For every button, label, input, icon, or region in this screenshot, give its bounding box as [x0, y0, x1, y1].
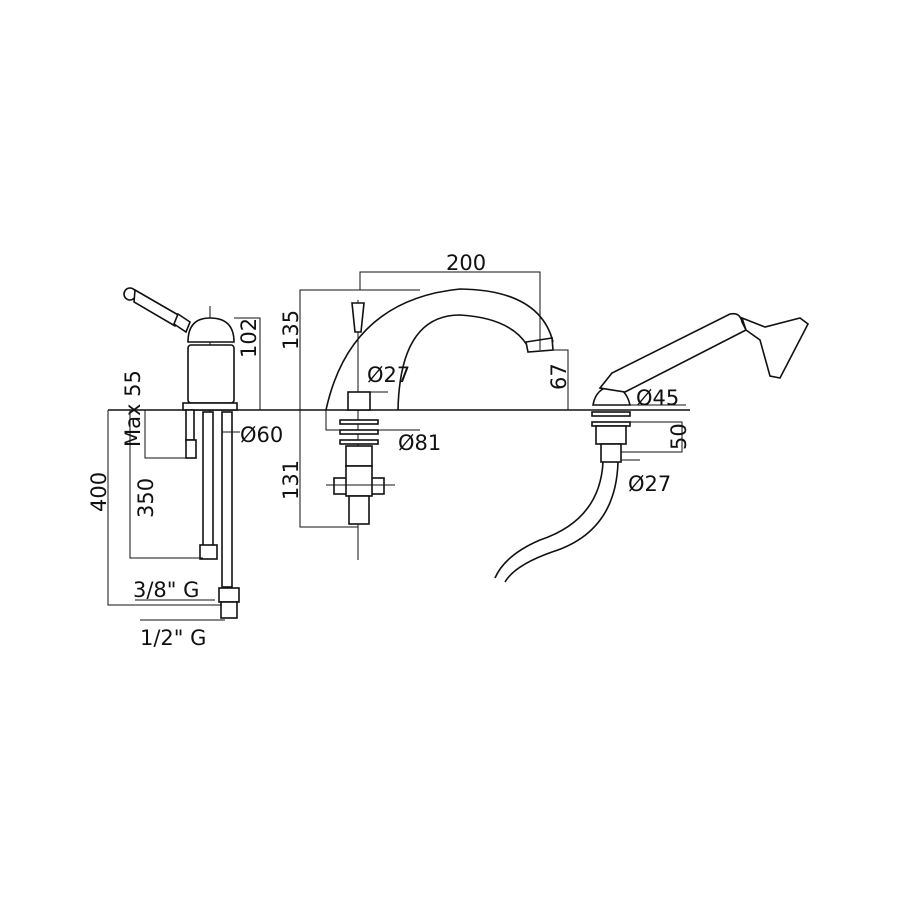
- dim-diameter-27-spout: Ø27: [367, 363, 410, 387]
- dim-diameter-45: Ø45: [636, 386, 679, 410]
- dim-131: 131: [279, 460, 303, 500]
- shower-hose: [494, 461, 604, 579]
- hose-1-2: [221, 411, 233, 588]
- dim-135: 135: [279, 310, 303, 350]
- valve-shank: [185, 409, 195, 441]
- spout-inner-arc: [397, 314, 528, 411]
- hand-shower: [494, 312, 810, 583]
- shower-hose-edge: [504, 461, 619, 583]
- dim-diameter-81: Ø81: [398, 431, 441, 455]
- dim-diameter-60: Ø60: [240, 423, 283, 447]
- valve-base: [182, 402, 238, 411]
- shower-head: [740, 316, 810, 379]
- spout-stem: [347, 391, 371, 411]
- dim-67: 67: [547, 363, 571, 390]
- spout-outer-arc: [325, 288, 554, 411]
- spout: [325, 271, 569, 560]
- connector-1-2: [218, 587, 240, 603]
- dim-50: 50: [667, 423, 691, 450]
- hose-3-8: [202, 411, 214, 548]
- dimension-labels: 200 135 102 67 Max 55 131 400 350 Ø60 Ø2…: [87, 251, 691, 650]
- spout-mounting: [326, 419, 395, 525]
- connector-1-2-tail: [220, 601, 238, 619]
- mixer-valve: [123, 287, 240, 619]
- diverter-knob: [351, 302, 365, 333]
- valve-body: [187, 344, 235, 404]
- dim-200: 200: [446, 251, 486, 275]
- dim-102: 102: [237, 318, 261, 358]
- valve-dome: [187, 317, 235, 343]
- connector-3-8: [199, 544, 218, 560]
- dim-max-55: Max 55: [121, 370, 145, 447]
- dim-350: 350: [134, 478, 158, 518]
- left-dimension-lines: [107, 289, 420, 621]
- thread-3-8-label: 3/8" G: [133, 578, 199, 602]
- dim-diameter-27-shower: Ø27: [628, 472, 671, 496]
- valve-nut: [185, 439, 197, 459]
- dim-400: 400: [87, 472, 111, 512]
- valve-handle: [123, 287, 191, 334]
- shower-handle: [598, 312, 748, 393]
- thread-1-2-label: 1/2" G: [140, 626, 206, 650]
